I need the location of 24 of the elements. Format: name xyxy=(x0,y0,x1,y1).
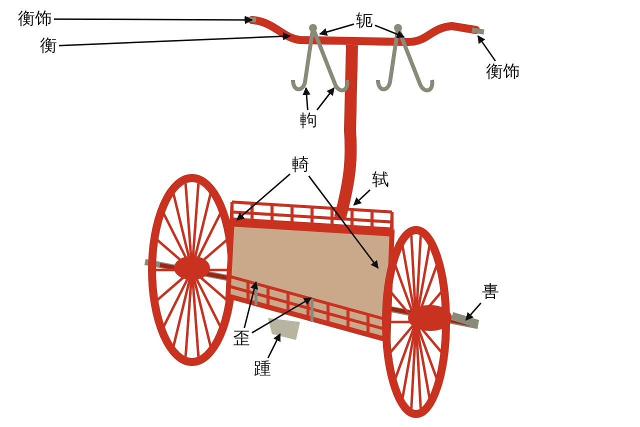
leader-line xyxy=(308,176,379,269)
part-label: 衡 xyxy=(40,36,57,56)
leader-line xyxy=(477,35,496,62)
part-label: 軥 xyxy=(300,111,317,131)
leader-line xyxy=(236,174,290,221)
part-label: 歪 xyxy=(233,329,250,349)
part-label: 衡饰 xyxy=(486,62,520,82)
part-label: 輢 xyxy=(292,155,309,175)
part-label: 衡饰 xyxy=(18,9,52,29)
part-label: 轼 xyxy=(372,170,389,190)
leader-line xyxy=(319,23,354,36)
leader-line xyxy=(54,16,253,24)
leader-line xyxy=(267,333,281,358)
leader-line xyxy=(252,297,312,334)
leader-line xyxy=(58,32,291,46)
leader-line xyxy=(374,24,405,38)
leader-line xyxy=(465,302,482,321)
part-label: 軎 xyxy=(482,282,499,302)
leader-line xyxy=(244,281,258,328)
part-label: 踵 xyxy=(254,359,271,379)
leader-line xyxy=(316,87,335,110)
part-label: 轭 xyxy=(356,11,373,31)
leader-line xyxy=(302,87,311,110)
leader-line xyxy=(353,189,371,206)
